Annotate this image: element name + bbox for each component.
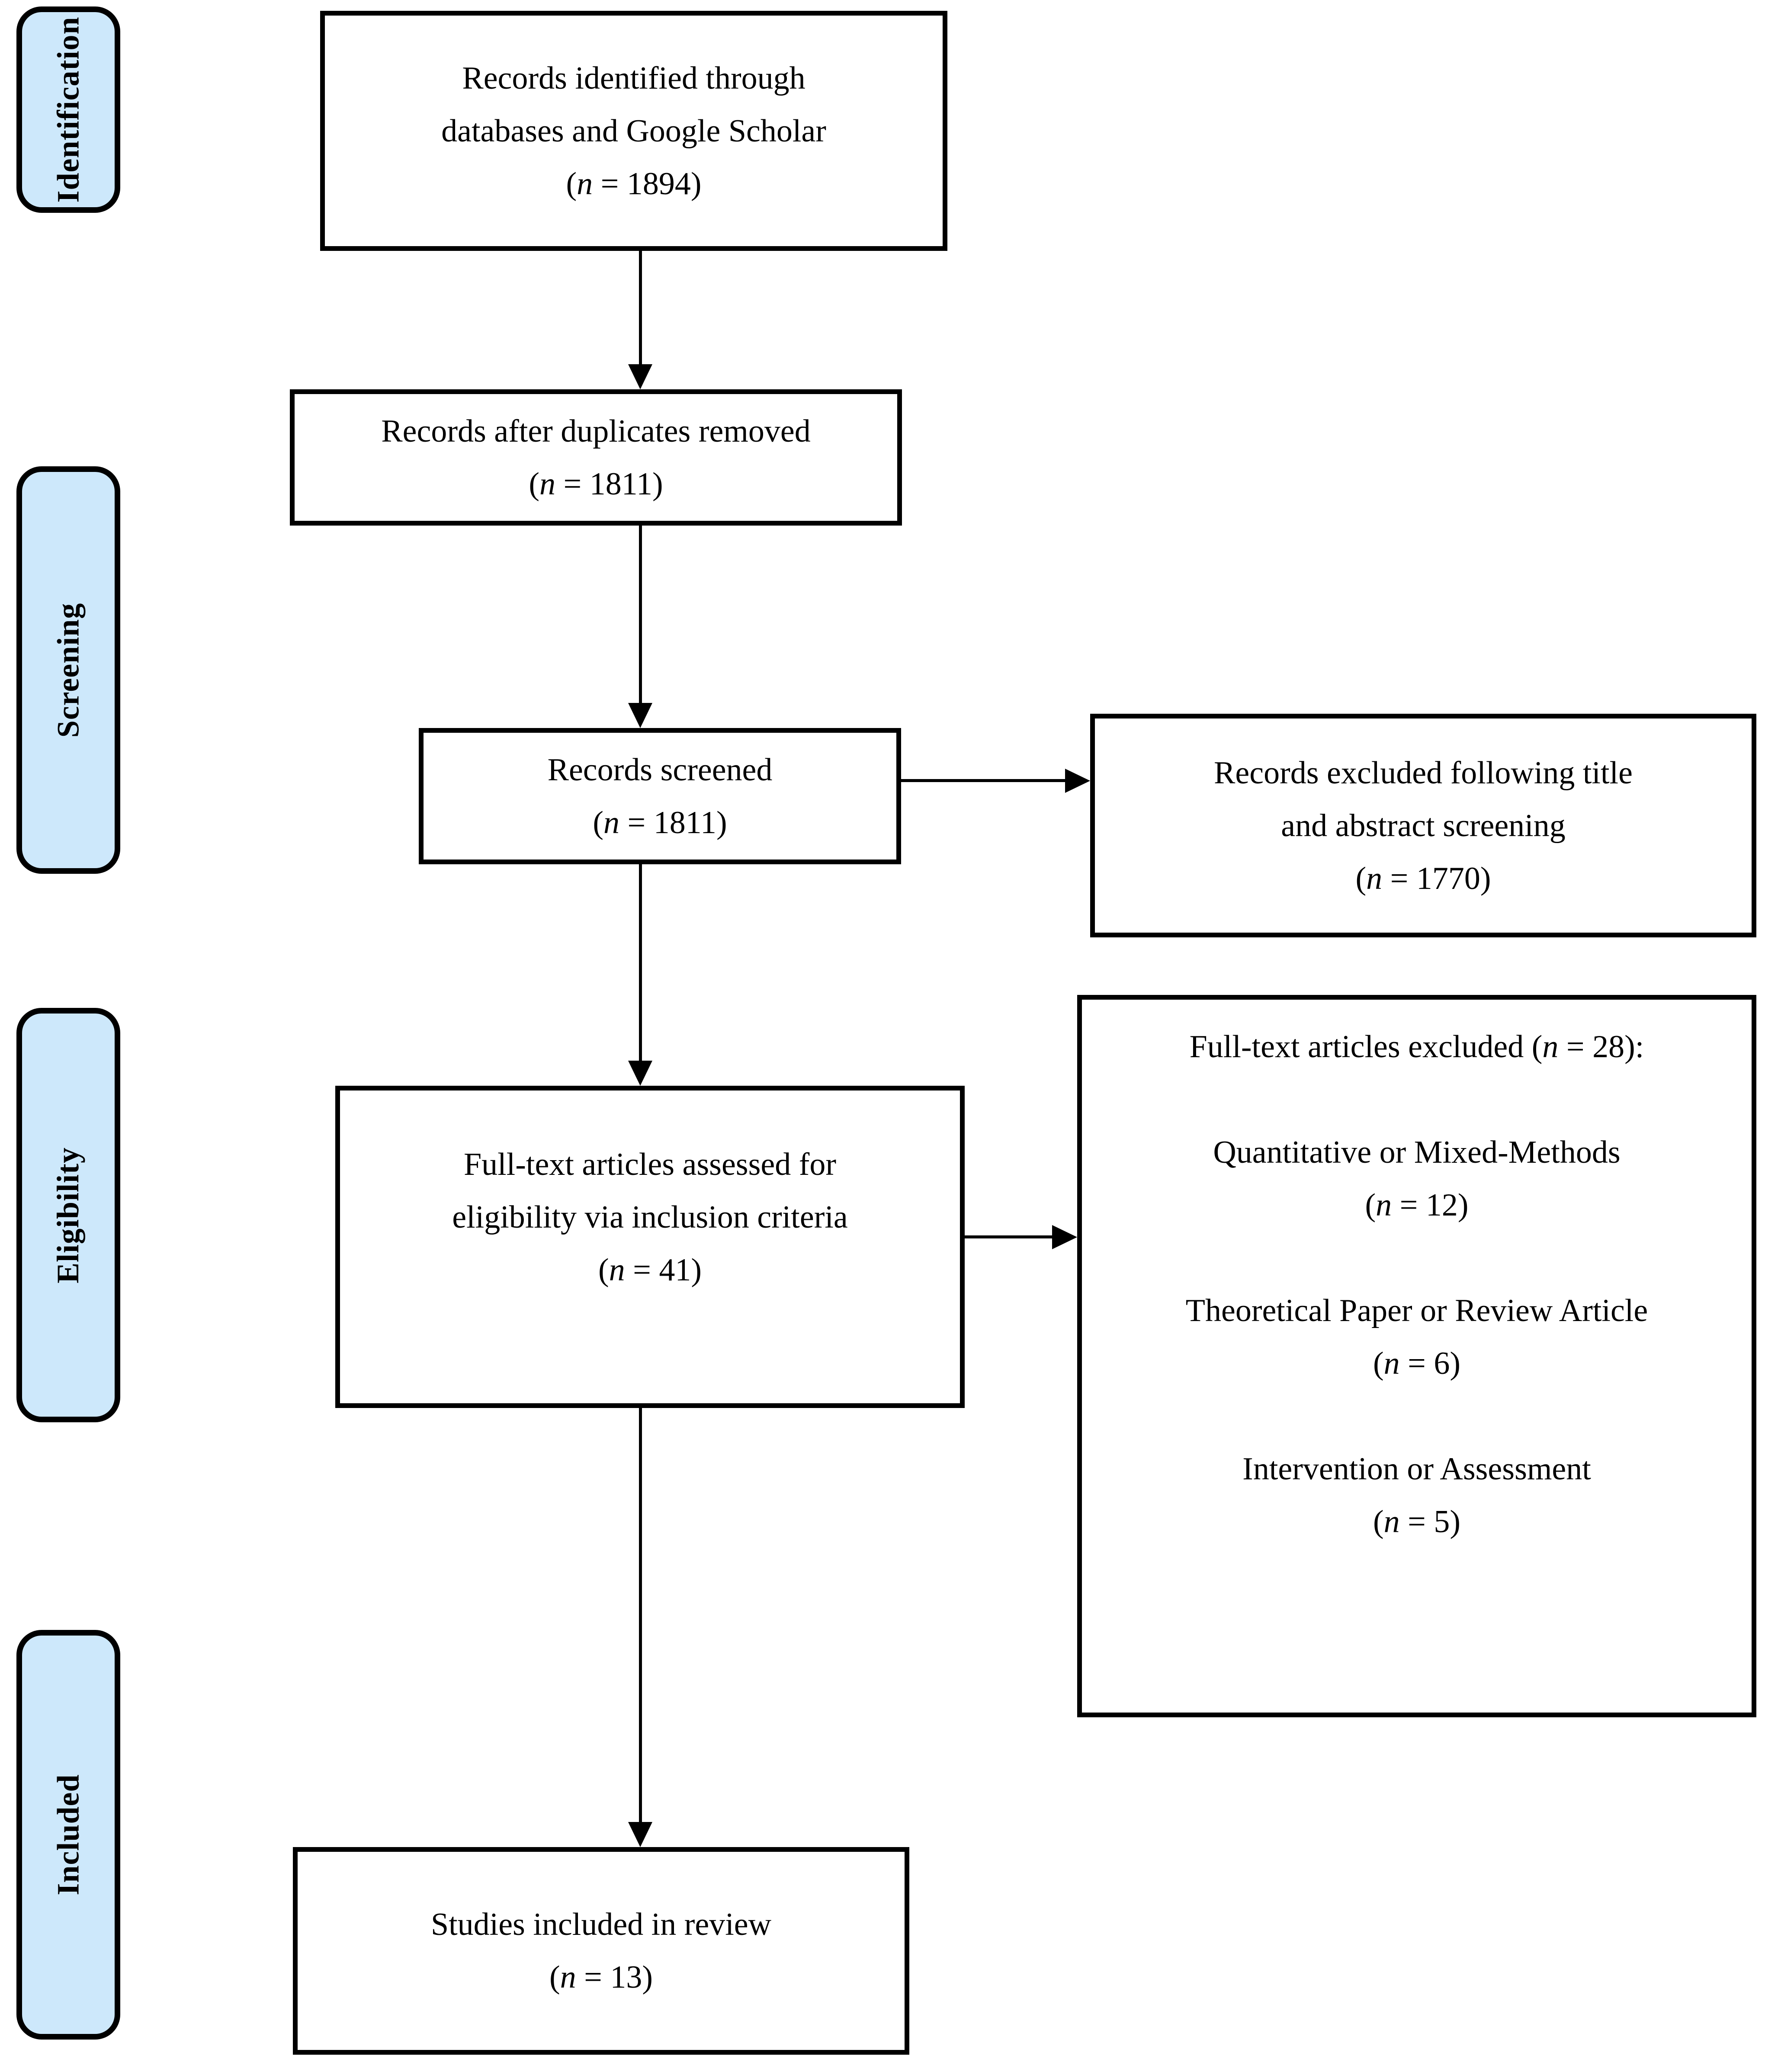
- box-records-after-duplicates-removed: Records after duplicates removed (n = 181…: [290, 389, 902, 526]
- arrow-screened-to-assessed-line: [639, 863, 642, 1062]
- arrow-down-icon: [628, 1061, 652, 1086]
- stage-label-screening-text: Screening: [51, 603, 86, 738]
- text-line: (n = 13): [549, 1960, 653, 1995]
- text-line: (n = 1811): [593, 805, 727, 840]
- text-line: (n = 6): [1373, 1346, 1461, 1381]
- stage-label-included: Included: [16, 1630, 120, 2040]
- stage-label-identification: Identification: [16, 6, 120, 213]
- box-fulltext-articles-assessed: Full-text articles assessed for eligibili…: [335, 1086, 965, 1408]
- arrow-deduplicated-to-screened-line: [639, 525, 642, 704]
- text-line: and abstract screening: [1281, 808, 1566, 844]
- box-records-identified: Records identified through databases and …: [320, 11, 947, 251]
- stage-label-eligibility: Eligibility: [16, 1008, 120, 1422]
- text-line: (n = 1894): [566, 166, 702, 202]
- text-line: Full-text articles assessed for: [463, 1147, 837, 1182]
- arrow-identified-to-deduplicated-line: [639, 250, 642, 365]
- stage-label-identification-text: Identification: [51, 16, 86, 203]
- text-line: databases and Google Scholar: [441, 113, 826, 149]
- box-fulltext-articles-excluded: Full-text articles excluded (n = 28): Qu…: [1077, 995, 1756, 1717]
- arrow-right-icon: [1065, 769, 1090, 793]
- stage-label-screening: Screening: [16, 466, 120, 874]
- text-line: Full-text articles excluded (n = 28):: [1189, 1029, 1644, 1065]
- text-line: (n = 12): [1365, 1187, 1469, 1223]
- text-line: Records excluded following title: [1214, 755, 1633, 791]
- arrow-right-icon: [1052, 1225, 1077, 1249]
- text-line: Theoretical Paper or Review Article: [1185, 1293, 1648, 1328]
- arrow-screened-to-excluded-line: [900, 779, 1066, 782]
- text-line: (n = 5): [1373, 1504, 1461, 1540]
- stage-label-eligibility-text: Eligibility: [51, 1147, 86, 1283]
- arrow-assessed-to-included-line: [639, 1407, 642, 1823]
- arrow-down-icon: [628, 364, 652, 389]
- arrow-down-icon: [628, 1822, 652, 1847]
- arrow-assessed-to-fulltext-excluded-line: [964, 1235, 1053, 1238]
- text-line: eligibility via inclusion criteria: [452, 1200, 848, 1235]
- text-line: [1413, 1073, 1421, 1126]
- text-line: Studies included in review: [430, 1907, 772, 1942]
- text-line: (n = 41): [598, 1252, 702, 1288]
- text-line: Quantitative or Mixed-Methods: [1213, 1135, 1621, 1170]
- box-records-screened: Records screened (n = 1811): [419, 728, 901, 864]
- text-line: [1413, 1390, 1421, 1443]
- text-line: (n = 1770): [1355, 860, 1491, 896]
- box-records-excluded: Records excluded following title and abst…: [1090, 714, 1756, 937]
- text-line: Records screened: [547, 752, 773, 788]
- box-studies-included: Studies included in review (n = 13): [293, 1847, 909, 2055]
- text-line: Intervention or Assessment: [1242, 1451, 1591, 1487]
- text-line: Records after duplicates removed: [381, 413, 811, 449]
- stage-label-included-text: Included: [51, 1774, 86, 1896]
- text-line: (n = 1811): [529, 466, 663, 502]
- text-line: [1413, 1232, 1421, 1284]
- arrow-down-icon: [628, 703, 652, 728]
- text-line: Records identified through: [462, 60, 805, 96]
